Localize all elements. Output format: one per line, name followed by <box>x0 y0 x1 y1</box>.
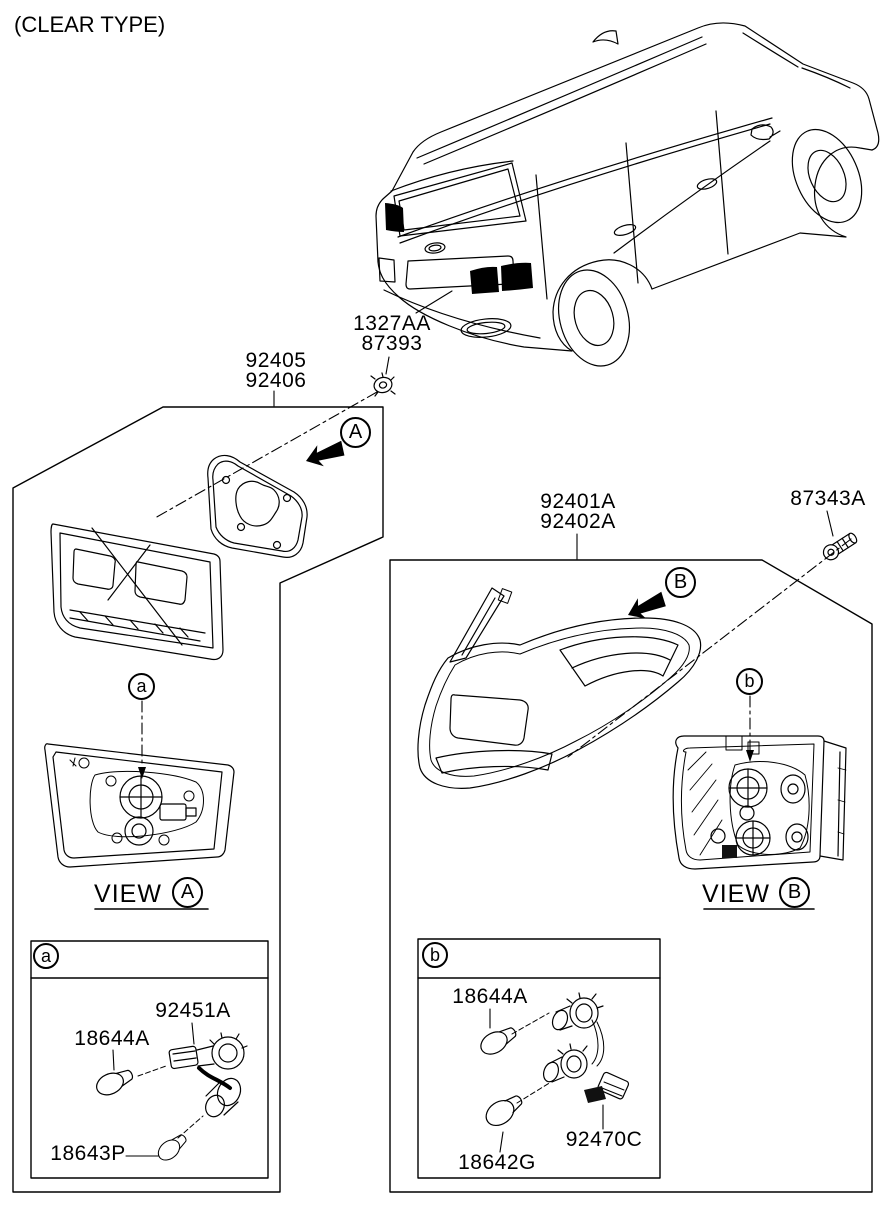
page-title: (CLEAR TYPE) <box>14 12 166 37</box>
part-label-87343A[interactable]: 87343A <box>790 487 866 510</box>
part-number-92406[interactable]: 92406 <box>245 369 307 392</box>
part-label-18644A-a[interactable]: 18644A <box>74 1027 150 1050</box>
view-a-label: VIEW <box>94 880 162 908</box>
assembly-axis-lines <box>141 391 852 768</box>
bulb-18644A-b <box>480 1027 517 1055</box>
nut-fastener <box>370 372 396 397</box>
part-number-92405[interactable]: 92405 <box>245 349 307 372</box>
bulb-holder-92470C <box>542 992 630 1103</box>
left-assembly-outline <box>12 406 384 1193</box>
view-b-letter-circle: B <box>779 877 810 908</box>
outer-lamp-back-view <box>672 735 847 870</box>
detail-callout-a-letter: a <box>136 676 147 696</box>
part-label-92470C[interactable]: 92470C <box>565 1128 643 1151</box>
inner-lamp-front-view <box>50 523 224 661</box>
part-number-87393[interactable]: 87393 <box>361 332 423 355</box>
tail-lamp-shaded-areas <box>385 203 533 294</box>
bulb-18643P <box>157 1134 187 1161</box>
axis-arrowheads <box>138 750 754 779</box>
part-label-18643P[interactable]: 18643P <box>50 1142 126 1165</box>
detail-box-b-outline <box>417 938 661 1179</box>
part-number-92402A[interactable]: 92402A <box>540 510 616 533</box>
part-label-18644A-b[interactable]: 18644A <box>452 985 528 1008</box>
part-label-18642G[interactable]: 18642G <box>458 1151 536 1174</box>
direction-b-letter: B <box>673 571 688 593</box>
bulb-holder-92451A <box>168 1032 248 1118</box>
detail-box-b-header-letter: b <box>429 944 440 965</box>
detail-callout-a-circle: a <box>128 673 155 700</box>
direction-arrow-a <box>306 440 345 467</box>
outer-lamp-front-view <box>417 587 702 789</box>
detail-box-a-header-letter: a <box>40 945 51 966</box>
detail-callout-b-circle: b <box>736 668 763 695</box>
detail-box-a-header-circle: a <box>33 943 59 969</box>
view-a-letter-circle: A <box>172 877 203 908</box>
bulb-18644A-a <box>96 1069 134 1096</box>
right-assembly-outline <box>389 559 873 1193</box>
screw-fastener <box>822 532 858 561</box>
part-label-fastener[interactable]: 1327AA 87393 <box>353 312 431 355</box>
part-label-outer-lamp[interactable]: 92401A 92402A <box>540 490 616 533</box>
gasket-pad <box>207 454 308 558</box>
detail-box-a-outline <box>30 940 269 1179</box>
inner-lamp-back-view <box>44 743 235 868</box>
direction-b-circle: B <box>665 567 696 598</box>
part-number-1327AA[interactable]: 1327AA <box>353 312 431 335</box>
direction-a-circle: A <box>340 417 371 448</box>
view-b-label: VIEW <box>702 880 770 908</box>
part-label-inner-lamp[interactable]: 92405 92406 <box>245 349 307 392</box>
view-a-letter: A <box>180 881 195 903</box>
bulb-link-lines <box>137 1012 552 1139</box>
detail-box-b-header-circle: b <box>422 942 448 968</box>
direction-a-letter: A <box>348 421 363 443</box>
part-number-92401A[interactable]: 92401A <box>540 490 616 513</box>
leader-lines <box>94 290 834 1157</box>
direction-arrow-b <box>628 591 666 619</box>
car-illustration <box>375 22 880 367</box>
part-label-92451A[interactable]: 92451A <box>155 999 231 1022</box>
detail-callout-b-letter: b <box>744 671 755 691</box>
view-b-letter: B <box>787 881 802 903</box>
bulb-18642G <box>485 1095 523 1127</box>
